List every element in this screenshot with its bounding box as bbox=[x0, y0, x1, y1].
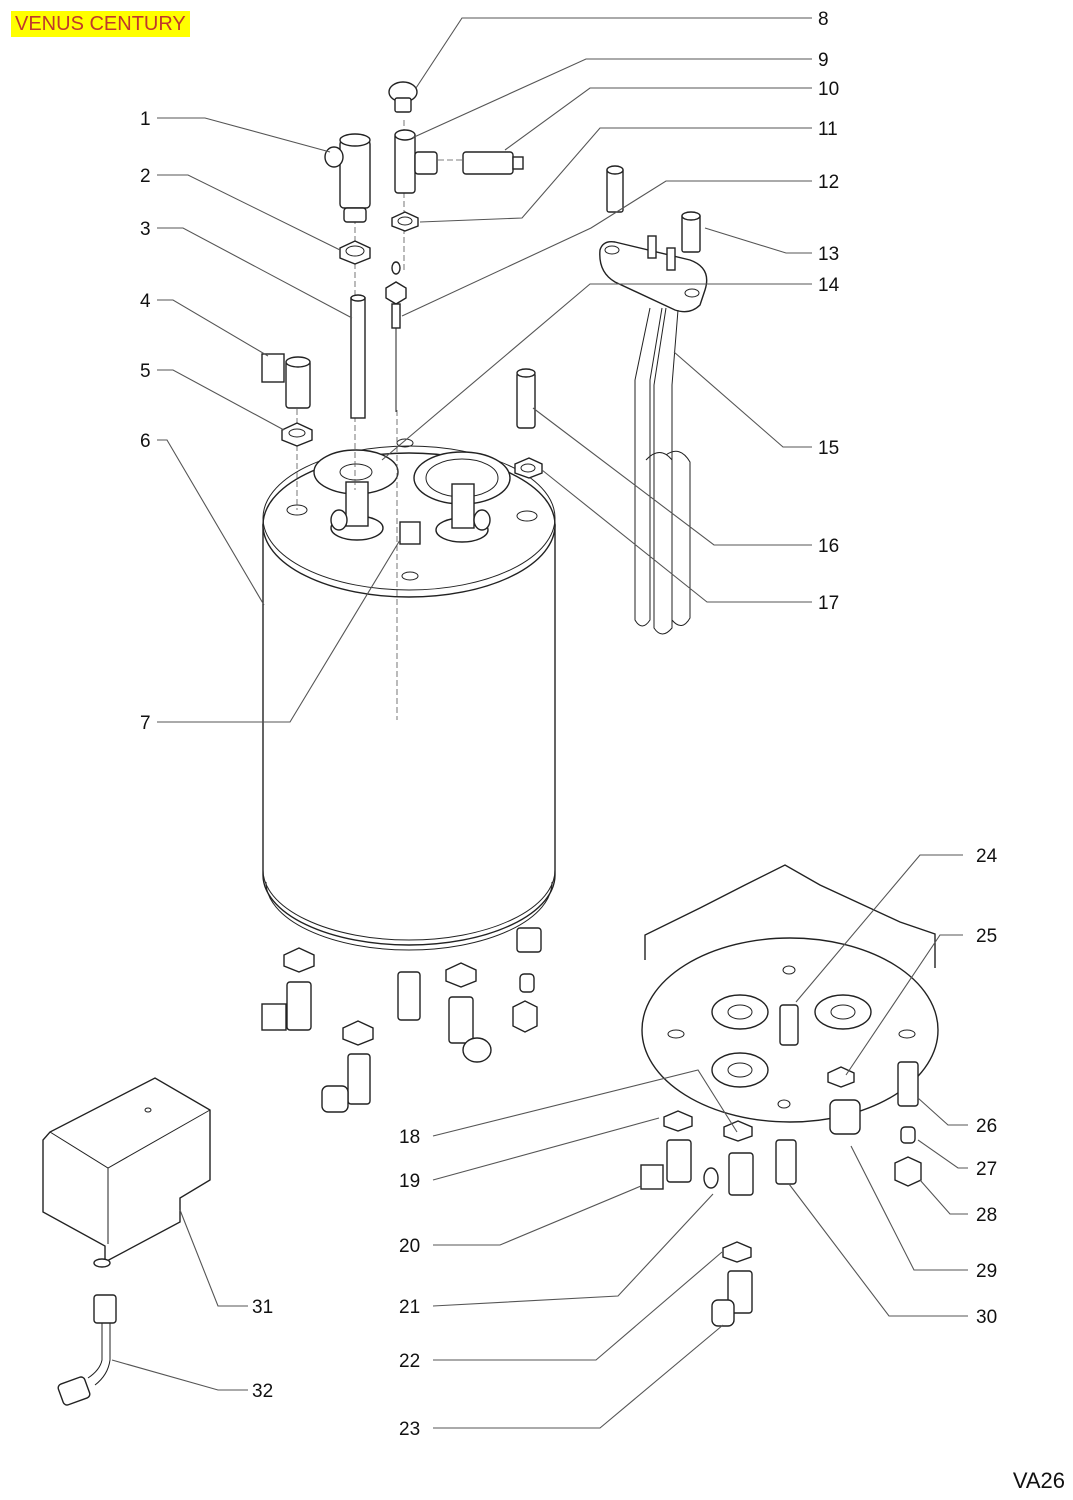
callout-9: 9 bbox=[818, 50, 829, 71]
callout-10: 10 bbox=[818, 79, 839, 100]
callout-29: 29 bbox=[976, 1261, 997, 1282]
callout-7: 7 bbox=[140, 713, 151, 734]
part-13-screw bbox=[606, 165, 701, 253]
callout-15: 15 bbox=[818, 438, 839, 459]
diagram-title: VENUS CENTURY bbox=[11, 11, 190, 37]
boiler-tank bbox=[262, 438, 556, 951]
callout-32: 32 bbox=[252, 1381, 273, 1402]
callout-18: 18 bbox=[399, 1127, 420, 1148]
part-11-nut bbox=[391, 211, 419, 232]
part-31-pressure-switch bbox=[42, 1077, 211, 1268]
callout-20: 20 bbox=[399, 1236, 420, 1257]
callout-21: 21 bbox=[399, 1297, 420, 1318]
part-9-tee bbox=[394, 129, 438, 194]
callout-26: 26 bbox=[976, 1116, 997, 1137]
part-32-pipe bbox=[57, 1294, 117, 1406]
callout-1: 1 bbox=[140, 109, 151, 130]
part-12-probe bbox=[385, 261, 407, 412]
part-10-sensor bbox=[462, 151, 524, 175]
callout-11: 11 bbox=[818, 119, 838, 140]
part-5-nut bbox=[281, 422, 313, 447]
callout-25: 25 bbox=[976, 926, 997, 947]
sheet-code: VA26 bbox=[1012, 1468, 1065, 1493]
callout-6: 6 bbox=[140, 431, 151, 452]
part-14-heater-flange bbox=[599, 235, 708, 313]
callout-13: 13 bbox=[818, 244, 839, 265]
boiler-bottom-detail bbox=[641, 864, 939, 1123]
part-1-valve bbox=[324, 133, 371, 223]
callout-3: 3 bbox=[140, 219, 151, 240]
part-8-cap bbox=[388, 81, 418, 113]
part-2-nut bbox=[339, 240, 371, 265]
callout-24: 24 bbox=[976, 846, 998, 867]
part-15-heating-element bbox=[634, 307, 691, 635]
callout-19: 19 bbox=[399, 1171, 420, 1192]
callout-17: 17 bbox=[818, 593, 839, 614]
callout-23: 23 bbox=[399, 1419, 420, 1440]
bottom-fittings bbox=[261, 927, 542, 1113]
callout-12: 12 bbox=[818, 172, 839, 193]
callout-27: 27 bbox=[976, 1159, 997, 1180]
callout-22: 22 bbox=[399, 1351, 420, 1372]
callout-31: 31 bbox=[252, 1297, 273, 1318]
callout-labels: 1 2 3 4 5 6 7 8 9 10 11 12 13 14 15 16 1… bbox=[140, 9, 998, 1440]
callout-14: 14 bbox=[818, 275, 840, 296]
detail-loose-fittings bbox=[640, 1099, 922, 1327]
callout-2: 2 bbox=[140, 166, 151, 187]
part-3-tube bbox=[350, 294, 366, 419]
callout-8: 8 bbox=[818, 9, 829, 30]
callout-16: 16 bbox=[818, 536, 839, 557]
leader-lines bbox=[111, 17, 968, 1429]
part-4-elbow bbox=[261, 353, 311, 409]
callout-4: 4 bbox=[140, 291, 151, 312]
callout-28: 28 bbox=[976, 1205, 997, 1226]
part-16-sleeve bbox=[516, 368, 536, 429]
callout-5: 5 bbox=[140, 361, 151, 382]
callout-30: 30 bbox=[976, 1307, 997, 1328]
